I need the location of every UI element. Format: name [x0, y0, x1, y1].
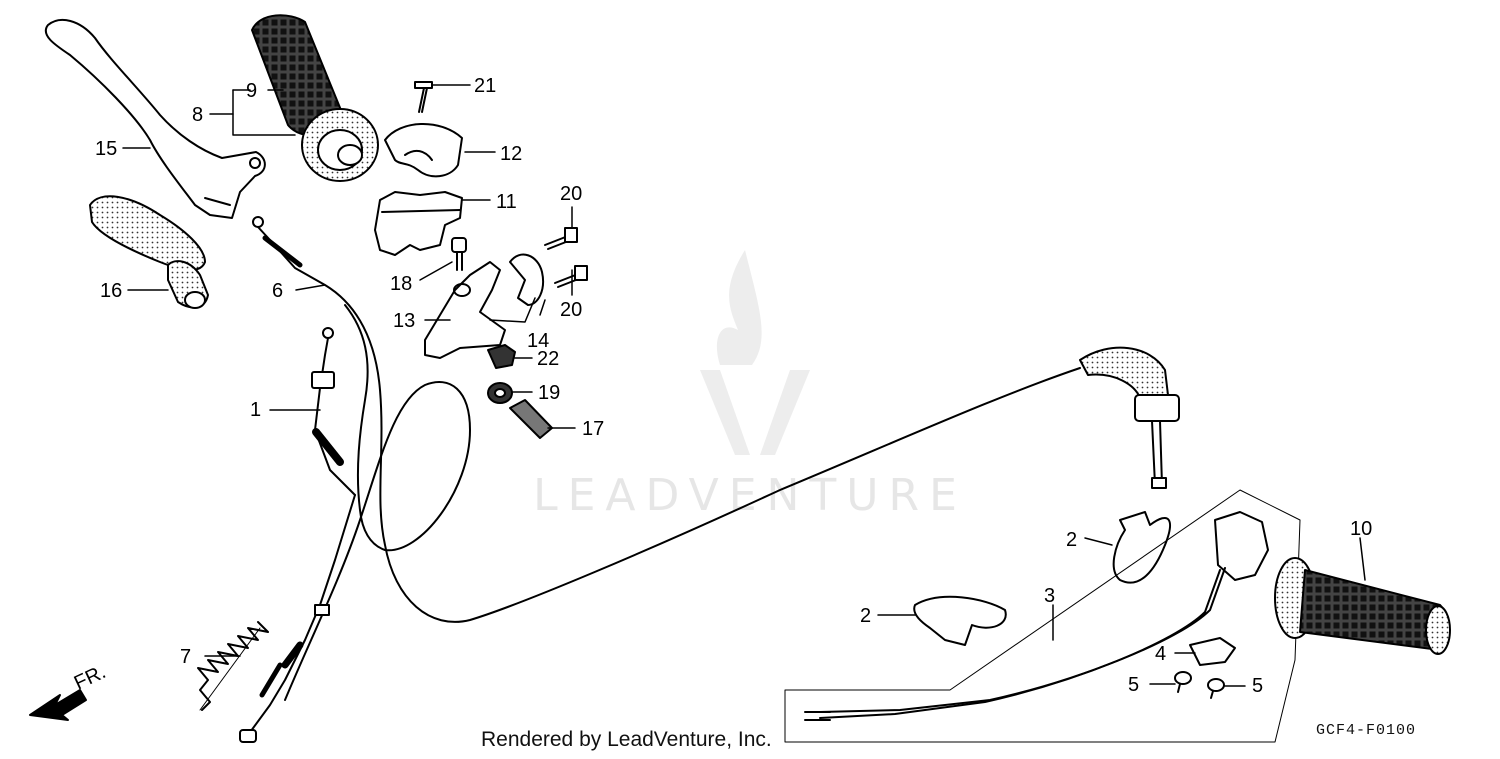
callout-16: 16	[100, 280, 122, 302]
callout-20-lower: 20	[560, 299, 582, 321]
callout-11: 11	[496, 191, 517, 213]
lever-holder	[374, 191, 463, 256]
left-grip	[251, 14, 379, 182]
throttle-cable-end	[1079, 346, 1180, 489]
bolt-18	[451, 237, 467, 271]
screw-5-right	[1207, 678, 1225, 699]
callout-9: 9	[246, 80, 257, 102]
screw-5-left	[1174, 671, 1192, 693]
diagram-code: GCF4-F0100	[1316, 722, 1417, 739]
holder-cover	[384, 123, 463, 178]
callout-4: 4	[1155, 643, 1166, 665]
callout-21: 21	[474, 75, 496, 97]
callouts: 1 2 2 3 4 5 5 6 7 8 9 10 11 12 13 14 15 …	[71, 75, 1372, 697]
callout-12: 12	[500, 143, 522, 165]
front-direction-arrow	[29, 689, 87, 721]
callout-10: 10	[1350, 518, 1372, 540]
spring-7	[197, 621, 269, 711]
callout-8: 8	[192, 104, 203, 126]
watermark-text: LEADVENTURE	[533, 470, 967, 521]
clutch-cable	[252, 216, 1081, 701]
callout-7: 7	[180, 646, 191, 668]
callout-2-upper: 2	[1066, 529, 1077, 551]
screw-20-upper	[544, 227, 578, 250]
render-credit: Rendered by LeadVenture, Inc.	[481, 728, 772, 751]
callout-6: 6	[272, 280, 283, 302]
leader-lines	[122, 84, 1366, 687]
screw-21	[414, 81, 433, 113]
band-2-upper	[1112, 511, 1171, 584]
callout-5-left: 5	[1128, 674, 1139, 696]
callout-13: 13	[393, 310, 415, 332]
right-grip	[1274, 557, 1451, 655]
callout-20-upper: 20	[560, 183, 582, 205]
adjuster-17	[509, 399, 553, 439]
watermark-logo	[700, 250, 810, 455]
callout-2-lower: 2	[860, 605, 871, 627]
callout-3: 3	[1044, 585, 1055, 607]
direction-label: FR.	[71, 661, 109, 695]
callout-18: 18	[390, 273, 412, 295]
clamp-14	[509, 253, 544, 306]
screw-20-lower	[554, 265, 588, 288]
callout-1: 1	[250, 399, 261, 421]
callout-14: 14	[527, 330, 549, 352]
nut-19	[487, 382, 513, 404]
callout-5-right: 5	[1252, 675, 1263, 697]
lever-bracket	[424, 261, 506, 359]
clutch-lever	[44, 18, 266, 219]
callout-17: 17	[582, 418, 604, 440]
callout-22: 22	[537, 348, 559, 370]
band-2-lower	[913, 595, 1007, 646]
callout-15: 15	[95, 138, 117, 160]
switch-clip-4	[1189, 637, 1236, 666]
lever-cover	[89, 195, 209, 309]
callout-19: 19	[538, 382, 560, 404]
nut-22	[487, 344, 516, 369]
throttle-cable	[239, 327, 356, 743]
